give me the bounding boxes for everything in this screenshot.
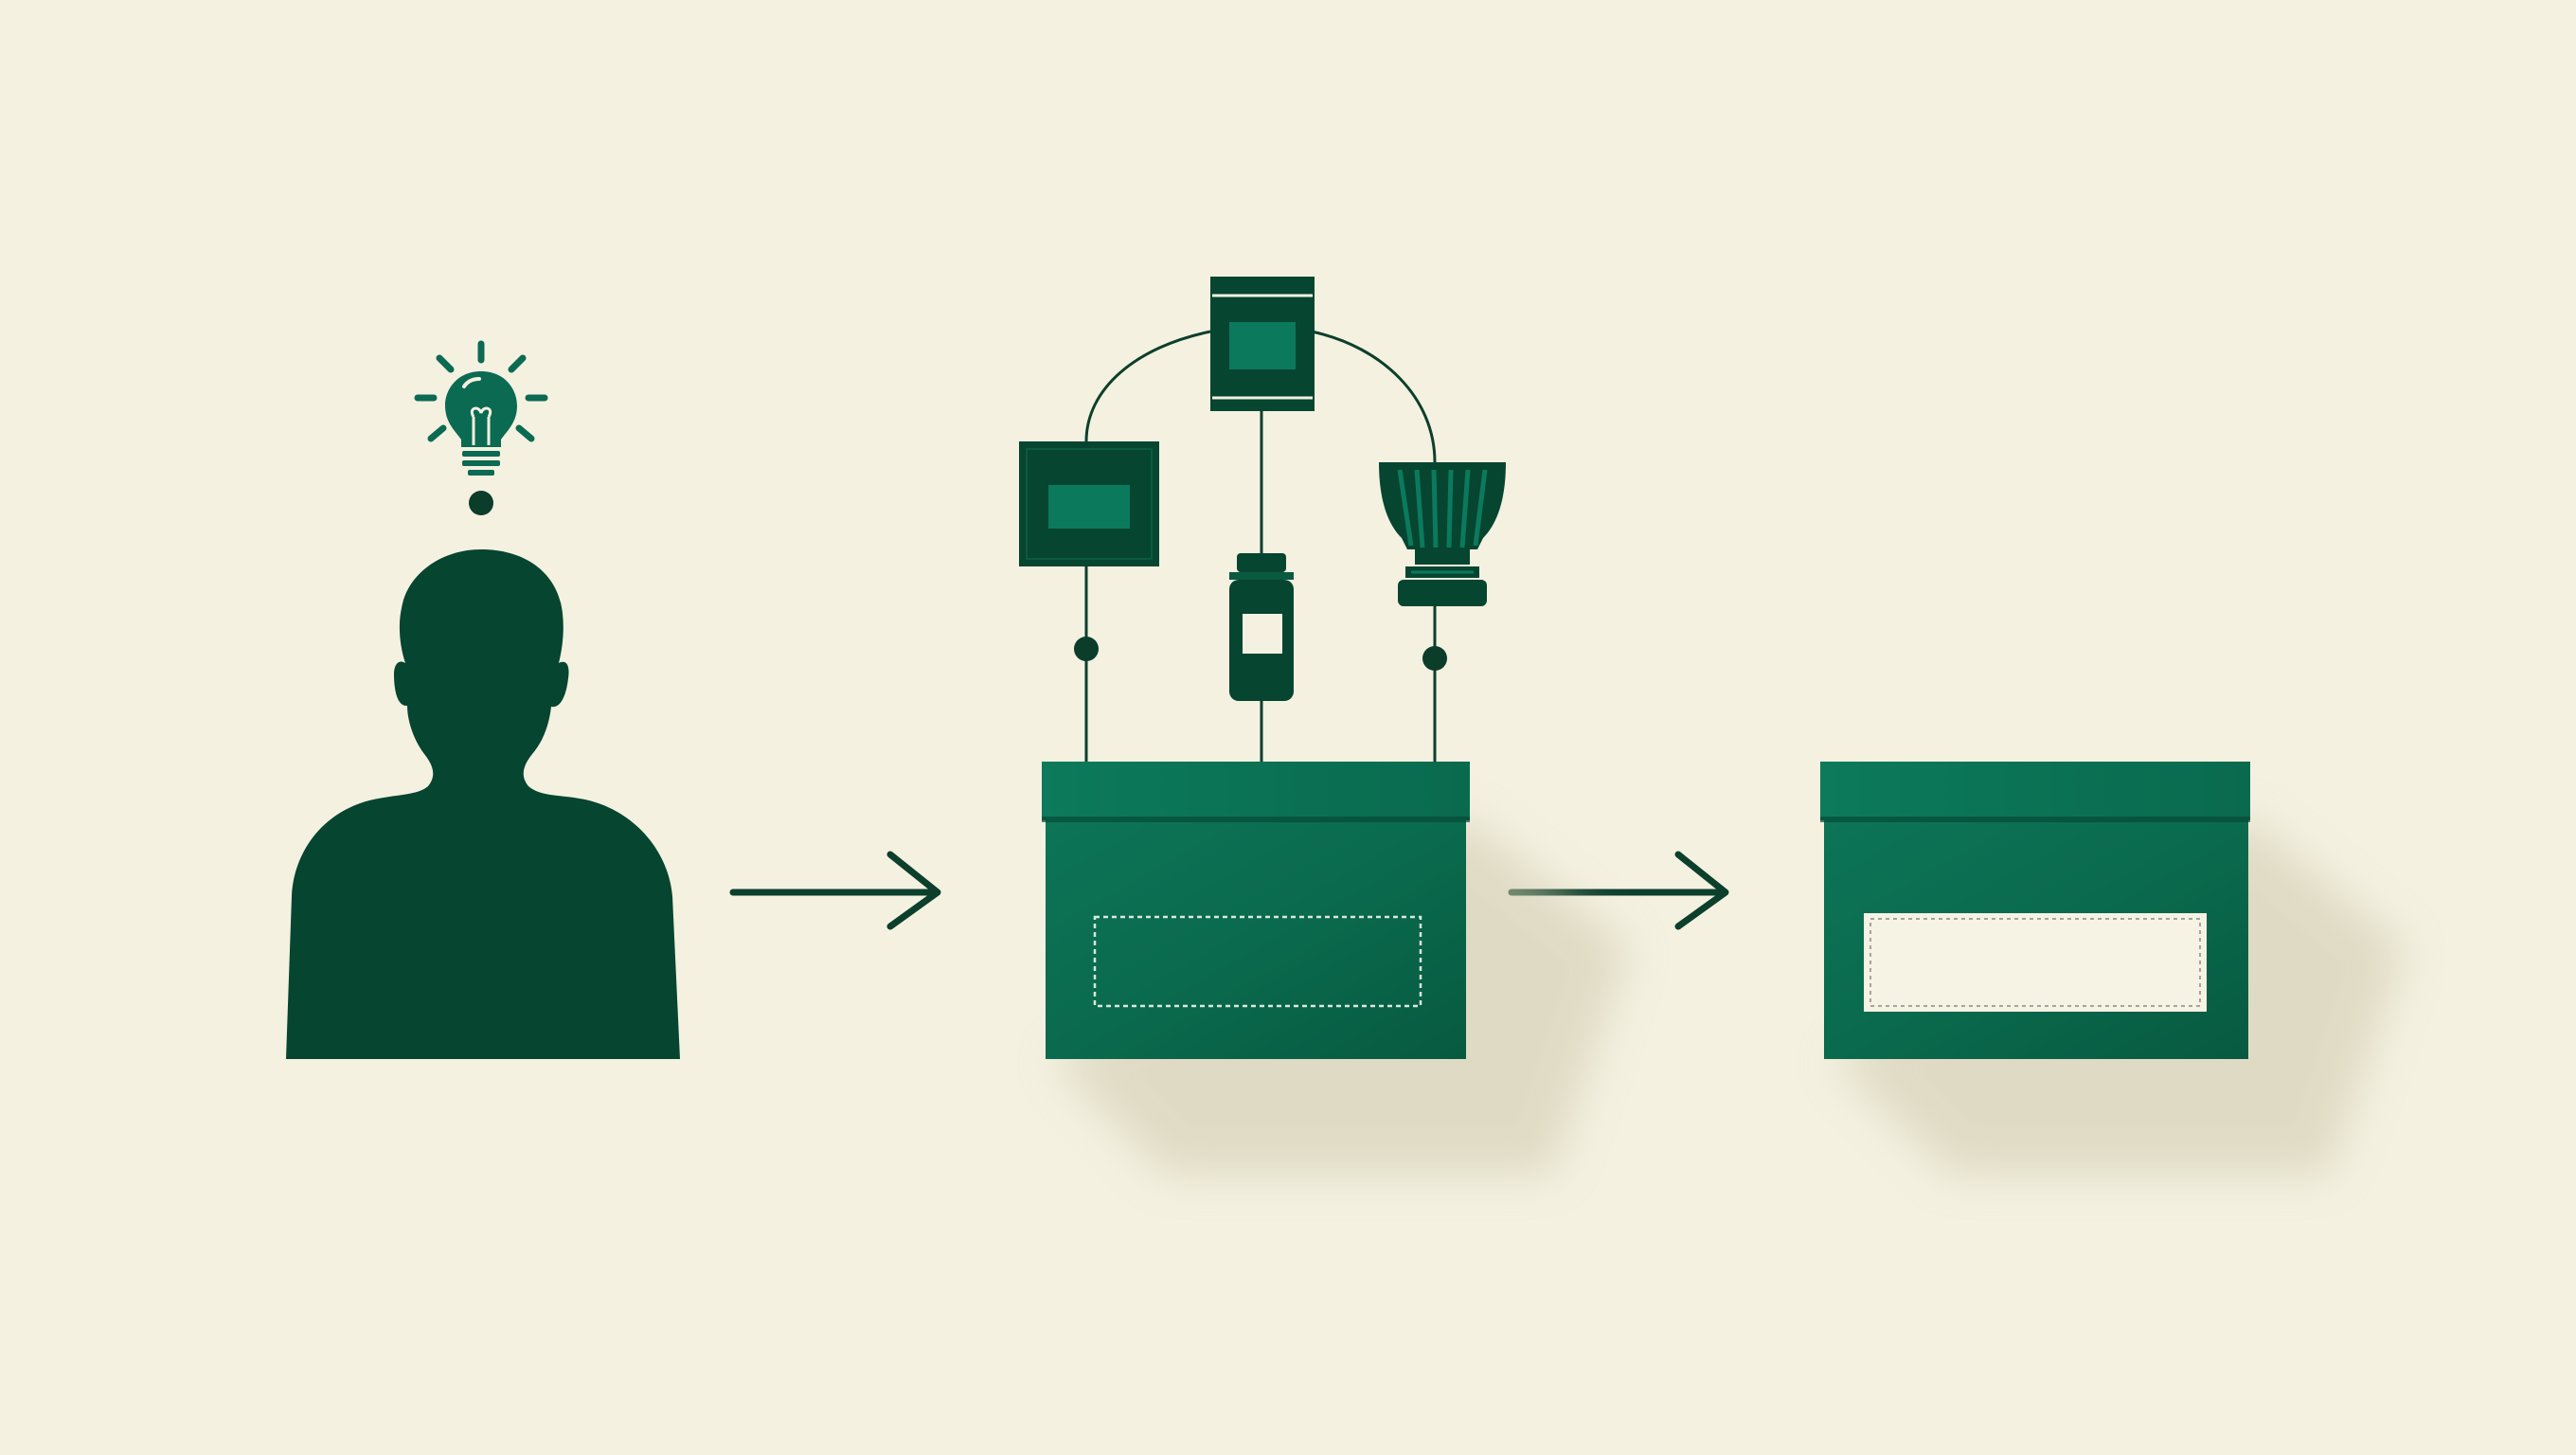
- filled-label: [1864, 913, 2207, 1012]
- box-with-filled-label-icon: [1820, 762, 2406, 1175]
- box-with-empty-label-icon: [1042, 762, 1629, 1175]
- device-icon: [1210, 277, 1315, 411]
- jar-icon: [1229, 553, 1294, 701]
- connector-node: [1074, 637, 1099, 661]
- arrow-right-icon: [729, 851, 941, 930]
- person-silhouette-icon: [286, 549, 680, 1059]
- device-icon: [1019, 441, 1159, 566]
- vase-icon: [1379, 462, 1506, 606]
- connector-lines: [1084, 330, 1437, 763]
- empty-label: [1093, 915, 1422, 1008]
- connector-node: [1422, 646, 1447, 671]
- lightbulb-icon: [414, 340, 548, 515]
